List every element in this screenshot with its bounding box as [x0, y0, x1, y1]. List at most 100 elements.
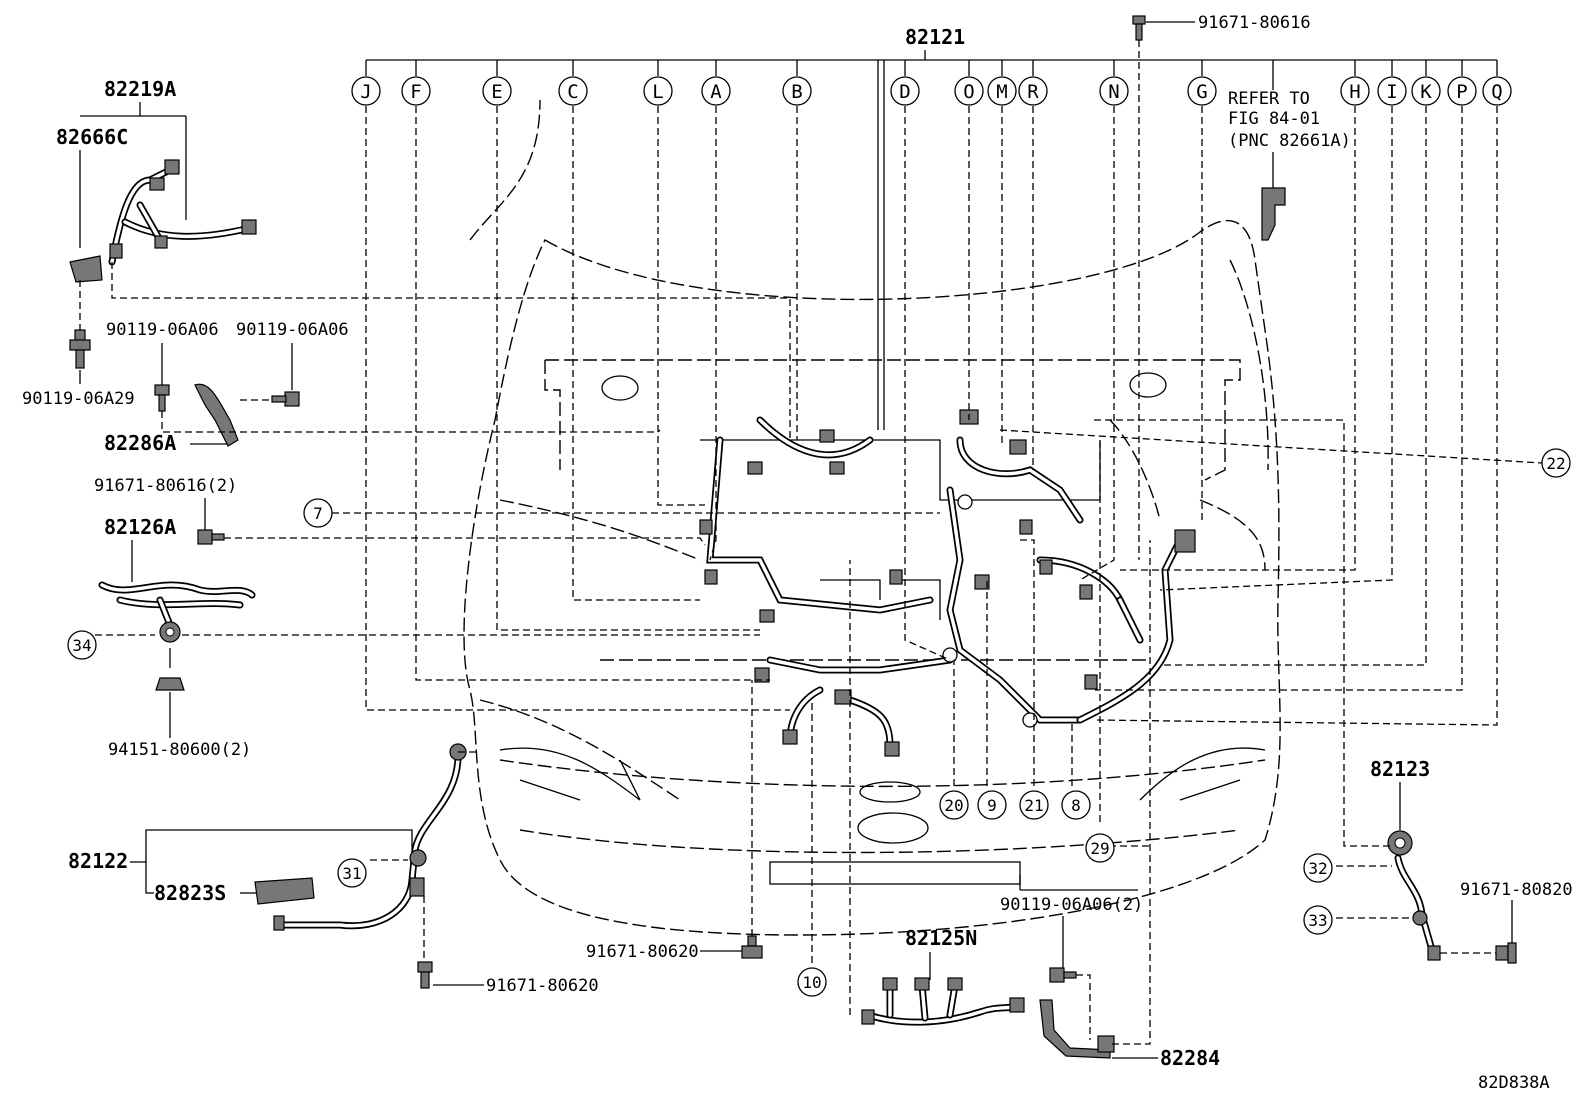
- part-number-82823S: 82823S: [154, 881, 226, 905]
- letter-callout-label: R: [1027, 81, 1039, 103]
- part-number-90119-06A06-2: 90119-06A06(2): [1000, 895, 1143, 915]
- main-engine-harness-drawing: [699, 409, 1196, 757]
- part-number-94151-80600-2: 94151-80600(2): [108, 740, 251, 760]
- letter-callout-label: D: [899, 81, 910, 103]
- letter-callout-m: M: [987, 60, 1017, 106]
- letter-callout-label: E: [491, 81, 502, 103]
- letter-callout-label: G: [1196, 81, 1207, 103]
- letter-callout-label: J: [360, 81, 371, 103]
- bolt-91671-80620-center: 91671-80620: [586, 680, 763, 962]
- part-number-82125N: 82125N: [905, 926, 977, 950]
- letter-callout-label: M: [996, 81, 1007, 103]
- refer-note-line-3: (PNC 82661A): [1228, 131, 1351, 151]
- number-callout-8: 8: [1061, 790, 1091, 820]
- sub-harness-82219A: 82219A 82666C 90119-06A29: [22, 77, 791, 440]
- letter-callout-n: N: [1099, 60, 1129, 106]
- part-number-90119-06A06-left: 90119-06A06: [106, 320, 219, 340]
- letter-callout-l: L: [643, 60, 673, 106]
- number-callout-21: 21: [1019, 790, 1049, 820]
- number-callout-label: 21: [1024, 796, 1043, 815]
- letter-callout-label: A: [710, 81, 722, 103]
- letter-callout-o: O: [954, 60, 984, 106]
- refer-note-line-2: FIG 84-01: [1228, 109, 1320, 129]
- part-number-82123: 82123: [1370, 757, 1430, 781]
- number-callout-9: 9: [977, 790, 1007, 820]
- letter-callout-label: C: [567, 81, 578, 103]
- part-number-91671-80620-center: 91671-80620: [586, 942, 699, 962]
- part-number-82666C: 82666C: [56, 125, 128, 149]
- letter-callout-label: L: [652, 81, 663, 103]
- part-number-82219A: 82219A: [104, 77, 176, 101]
- letter-callout-g: G: [1187, 60, 1217, 106]
- number-callout-29: 29: [1085, 833, 1115, 863]
- letter-callout-b: B: [782, 60, 812, 106]
- letter-callout-f: F: [401, 60, 431, 106]
- letter-callout-label: Q: [1491, 81, 1502, 103]
- letter-callout-r: R: [1018, 60, 1048, 106]
- number-callout-7: 7: [303, 498, 333, 528]
- sub-harness-82126A: 82126A 94151-80600(2): [95, 515, 760, 760]
- part-number-90119-06A06-right: 90119-06A06: [236, 320, 349, 340]
- letter-callout-j: J: [351, 60, 381, 106]
- number-callout-label: 29: [1090, 839, 1109, 858]
- number-callout-label: 8: [1071, 796, 1081, 815]
- letter-callout-label: K: [1420, 81, 1432, 103]
- number-callout-label: 31: [342, 864, 361, 883]
- number-callout-31: 31: [337, 858, 367, 888]
- part-number-91671-80616-2: 91671-80616(2): [94, 476, 237, 496]
- number-callout-22: 22: [1541, 448, 1571, 478]
- numbered-callouts: 7 22 34 20 9 21 8 29 10 31 32 33: [67, 448, 1571, 997]
- harness-82122: 82122 82823S 91671-80620: [68, 743, 599, 996]
- letter-callout-label: H: [1349, 81, 1360, 103]
- number-callout-label: 20: [944, 796, 963, 815]
- number-callout-34: 34: [67, 630, 97, 660]
- number-callout-label: 7: [313, 504, 323, 523]
- letter-callout-p: P: [1447, 60, 1477, 106]
- part-number-82121: 82121: [905, 25, 965, 49]
- letter-callout-d: D: [890, 60, 920, 106]
- number-callout-label: 32: [1308, 859, 1327, 878]
- clamp-82286A-group: 90119-06A06 90119-06A06 82286A: [104, 320, 661, 455]
- letter-callout-label: B: [791, 81, 802, 103]
- letter-callout-i: I: [1377, 60, 1407, 106]
- refer-note: REFER TO FIG 84-01 (PNC 82661A): [1228, 60, 1351, 241]
- letter-callout-e: E: [482, 60, 512, 106]
- cable-82123: 82123 91671-80820: [1090, 419, 1573, 964]
- part-number-82284: 82284: [1160, 1046, 1220, 1070]
- letter-callout-a: A: [701, 60, 731, 106]
- number-callout-32: 32: [1303, 853, 1333, 883]
- letter-callout-q: Q: [1482, 60, 1512, 106]
- part-number-82122: 82122: [68, 849, 128, 873]
- letter-callout-c: C: [558, 60, 588, 106]
- number-callout-label: 10: [802, 973, 821, 992]
- diagram-code: 82D838A: [1478, 1073, 1550, 1093]
- bracket-82284-group: 90119-06A06(2) 82284: [1000, 540, 1220, 1070]
- refer-note-line-1: REFER TO: [1228, 89, 1310, 109]
- letter-callout-label: I: [1386, 81, 1397, 103]
- number-callout-label: 33: [1308, 911, 1327, 930]
- part-number-82126A: 82126A: [104, 515, 176, 539]
- engine-bay-outline: [463, 99, 1281, 936]
- number-callout-label: 9: [987, 796, 997, 815]
- part-number-90119-06A29: 90119-06A29: [22, 389, 135, 409]
- letter-callout-label: O: [963, 81, 974, 103]
- letter-leader-lines: [365, 106, 1543, 726]
- part-number-91671-80620-lower: 91671-80620: [486, 976, 599, 996]
- letter-callout-label: F: [410, 81, 421, 103]
- part-number-91671-80820: 91671-80820: [1460, 880, 1573, 900]
- number-callout-10: 10: [797, 967, 827, 997]
- number-callout-33: 33: [1303, 905, 1333, 935]
- bolt-91671-80616: 91671-80616: [1132, 13, 1311, 560]
- part-number-91671-80616: 91671-80616: [1198, 13, 1311, 33]
- part-number-82286A: 82286A: [104, 431, 176, 455]
- letter-callout-label: N: [1108, 81, 1119, 103]
- number-callout-20: 20: [939, 790, 969, 820]
- letter-callout-label: P: [1456, 81, 1467, 103]
- bolt-91671-80616-x2: 91671-80616(2): [94, 476, 706, 546]
- number-leader-lines: [332, 440, 1150, 963]
- sub-harness-82125N: 82125N: [849, 560, 1025, 1026]
- letter-callout-k: K: [1411, 60, 1441, 106]
- letter-callout-h: H: [1340, 60, 1370, 106]
